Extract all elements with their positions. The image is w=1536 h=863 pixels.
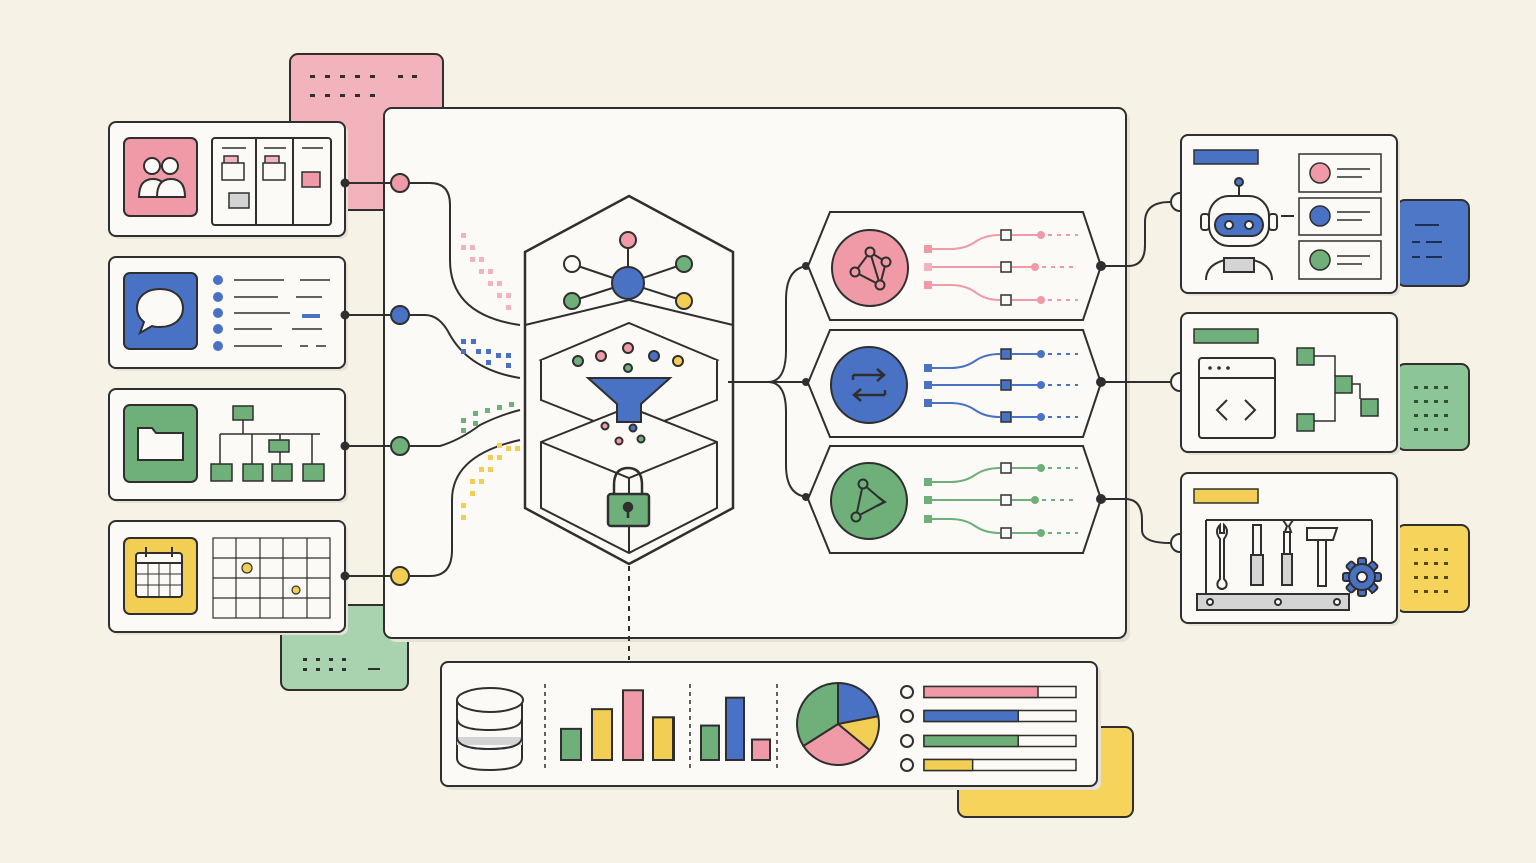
source-card-folders[interactable]	[108, 388, 348, 503]
sync-arrows-icon	[830, 346, 908, 424]
output-card-workflow[interactable]	[1180, 312, 1400, 455]
bar-b-2	[725, 696, 745, 761]
folder-tree	[210, 405, 325, 482]
progress-radio-4[interactable]	[900, 758, 914, 772]
pie-slice-4	[796, 681, 839, 748]
output-card-agent[interactable]	[1180, 134, 1400, 296]
calendar-icon	[123, 537, 198, 615]
input-connector-nodes	[340, 173, 410, 586]
pink-signal-ports	[924, 229, 1045, 306]
source-card-users[interactable]	[108, 121, 348, 239]
funnel-filter-icon	[572, 342, 684, 446]
bar-chart-primary	[560, 689, 675, 762]
bar-chart-secondary	[700, 696, 771, 761]
routing-graph-icon	[830, 462, 908, 540]
data-stream-green	[461, 402, 514, 433]
progress-fill-4	[923, 758, 974, 772]
bar-a-5	[652, 716, 674, 761]
green-signal-lines	[930, 467, 1078, 534]
pink-signal-lines	[930, 234, 1078, 301]
progress-radio-1[interactable]	[900, 685, 914, 699]
green-signal-ports	[924, 462, 1045, 539]
back-card-blue-right	[1396, 199, 1470, 287]
blue-signal-lines	[930, 353, 1078, 418]
progress-radio-2[interactable]	[900, 709, 914, 723]
workflow-steps	[1296, 347, 1379, 432]
data-stream-yellow	[461, 443, 520, 520]
folder-icon	[123, 404, 198, 483]
bar-a-1	[560, 727, 582, 762]
padlock-icon	[606, 466, 651, 528]
pie-slice-1	[837, 681, 880, 726]
progress-radio-3[interactable]	[900, 734, 914, 748]
bar-a-3	[622, 689, 644, 761]
input-connectors	[345, 182, 521, 577]
progress-fill-3	[923, 734, 1019, 748]
chat-bubble-icon	[123, 272, 198, 350]
calendar-grid	[212, 537, 331, 619]
tools-icon	[1196, 519, 1373, 611]
gear-icon	[1342, 557, 1382, 597]
progress-fill-2	[923, 709, 1019, 723]
pie-chart	[796, 681, 880, 766]
data-stream-blue	[461, 339, 511, 368]
back-card-yellow-right	[1396, 524, 1470, 613]
processor-pink[interactable]	[806, 211, 1103, 321]
progress-fill-1	[923, 685, 1039, 699]
graph-nodes-icon	[831, 229, 909, 307]
network-hub-icon	[563, 231, 693, 310]
data-stream-pink	[461, 233, 511, 310]
back-card-green-right	[1396, 363, 1470, 451]
output-card-tools[interactable]	[1180, 472, 1400, 626]
central-core-hexagon	[523, 194, 735, 566]
agent-options	[1298, 153, 1382, 280]
analytics-panel[interactable]	[440, 661, 1101, 790]
bar-b-3	[751, 738, 771, 761]
processor-green[interactable]	[806, 445, 1103, 554]
source-card-calendar[interactable]	[108, 520, 348, 635]
code-window-icon	[1198, 357, 1276, 439]
bar-b-1	[700, 724, 720, 761]
message-list	[213, 275, 330, 351]
source-card-chat[interactable]	[108, 256, 348, 371]
users-icon	[123, 137, 198, 217]
bar-a-2	[591, 708, 613, 761]
progress-list	[900, 685, 1077, 772]
database-icon	[456, 687, 524, 772]
blue-signal-ports	[924, 348, 1045, 423]
kanban-board	[211, 137, 332, 226]
processor-blue[interactable]	[806, 329, 1103, 438]
robot-icon	[1200, 177, 1278, 281]
pie-slice-3	[802, 722, 871, 766]
